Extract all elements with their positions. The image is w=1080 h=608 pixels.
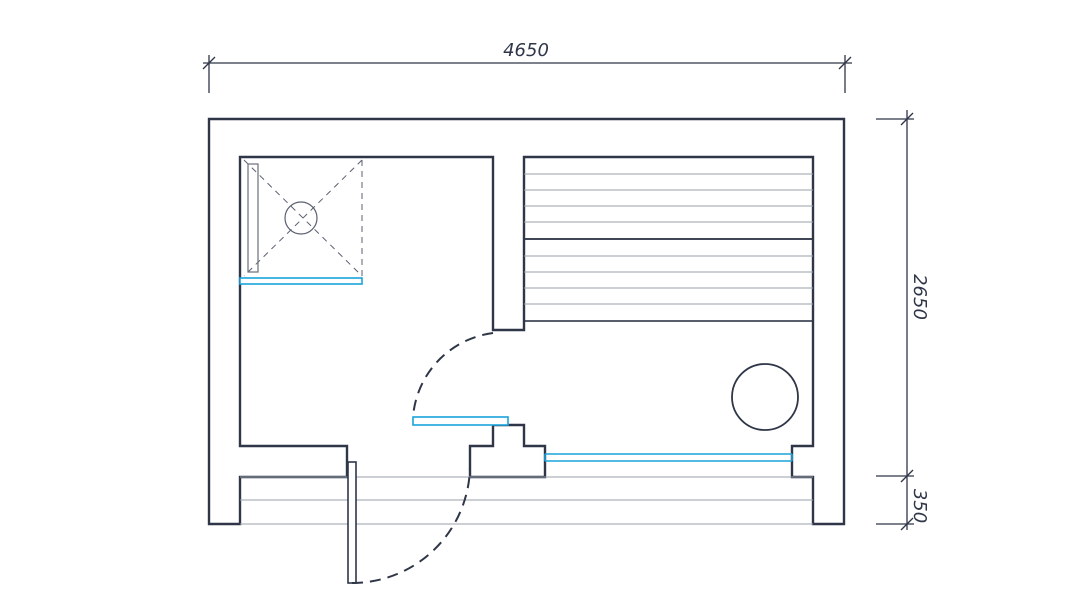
height-tick-top [900,112,914,126]
interior-door [412,332,509,426]
entrance-door [347,461,471,584]
width-tick-left [202,56,216,70]
sauna-benches [523,156,814,322]
width-dimension [202,55,852,93]
bench-lower [523,238,814,322]
entrance-door-swing [351,464,471,584]
height-tick-bottom [900,517,914,531]
bench-upper [523,156,814,240]
glass-window [544,453,793,462]
height-dimension [876,110,914,531]
entrance-door-leaf [347,461,357,584]
porch-depth-label: 350 [909,489,930,523]
stove-icon [731,363,799,431]
room-depth-label: 2650 [909,274,930,320]
shower-wall-panel [247,163,259,273]
height-tick-mid [900,469,914,483]
partition-wall-stub [468,423,547,479]
width-tick-right [838,56,852,70]
shower [239,159,363,285]
interior-door-swing [412,332,494,418]
interior-door-leaf [412,416,509,426]
shower-diagonal [243,159,363,277]
width-dimension-label: 4650 [503,40,549,61]
porch-deck [240,476,813,525]
shower-drain-icon [284,201,318,235]
shower-glass-screen [239,277,363,285]
